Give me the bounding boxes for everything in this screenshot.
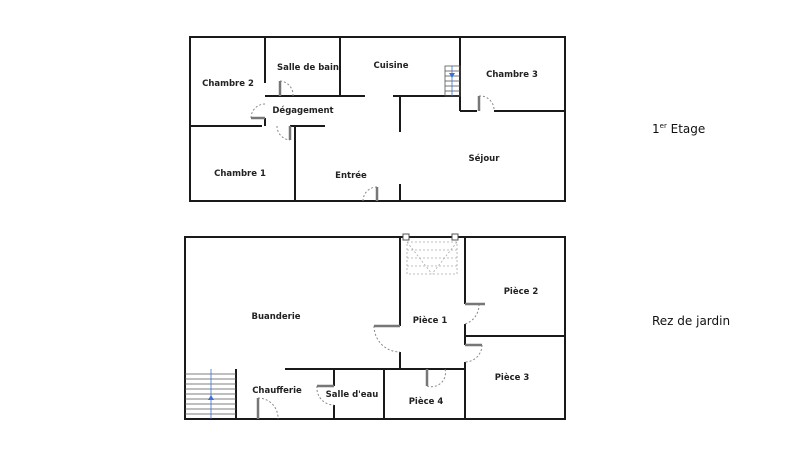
column-markers — [402, 233, 459, 241]
first-floor-stairs — [444, 65, 461, 97]
floor-label-suffix: er — [659, 122, 667, 130]
room-label-buanderie: Buanderie — [251, 312, 300, 322]
floor-label-text: Etage — [666, 122, 706, 136]
room-label-chambre-2: Chambre 2 — [202, 79, 254, 89]
room-label-chambre-1: Chambre 1 — [214, 169, 266, 179]
ground-floor-upper-stairs — [406, 241, 458, 275]
first-floor-doors — [250, 80, 495, 202]
room-label-sejour: Séjour — [469, 153, 501, 164]
ground-floor-plan — [184, 236, 566, 420]
room-label-salle-de-bain: Salle de bain — [277, 63, 339, 73]
room-label-degagement: Dégagement — [272, 105, 333, 116]
stair-arrow-down-icon — [449, 73, 455, 78]
floor-label-first: 1er Etage — [652, 122, 705, 136]
room-label-entree: Entrée — [335, 170, 367, 181]
room-label-chambre-3: Chambre 3 — [486, 70, 538, 80]
stair-arrow-up-icon — [208, 395, 214, 400]
room-label-piece-2: Pièce 2 — [504, 286, 539, 297]
room-label-piece-4: Pièce 4 — [409, 396, 444, 407]
ground-floor-door-leaves — [256, 302, 485, 419]
first-floor-door-leaves — [251, 81, 481, 201]
room-label-chaufferie: Chaufferie — [252, 386, 302, 396]
room-label-salle-deau: Salle d'eau — [326, 390, 379, 400]
ground-floor-stairs — [185, 369, 236, 419]
room-label-piece-1: Pièce 1 — [413, 315, 448, 326]
room-label-piece-3: Pièce 3 — [495, 372, 530, 383]
room-label-cuisine: Cuisine — [374, 61, 409, 71]
ground-floor-doors — [257, 303, 483, 420]
floor-label-number: 1 — [652, 122, 660, 136]
floor-label-ground: Rez de jardin — [652, 314, 731, 328]
